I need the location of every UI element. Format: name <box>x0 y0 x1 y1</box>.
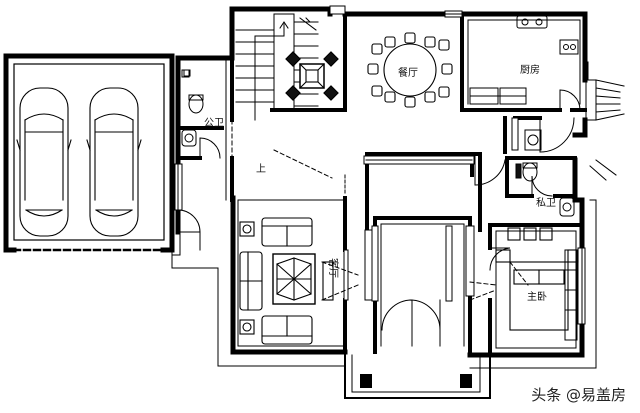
private-bath-fixtures <box>515 129 575 217</box>
car-right <box>86 87 142 237</box>
dashed-openings <box>231 119 529 301</box>
garage-column <box>181 69 190 78</box>
inner-thin-lines <box>225 19 581 349</box>
staircase <box>235 13 319 121</box>
tea-table-set <box>285 51 339 101</box>
watermark: 头条 @易盖房 <box>531 386 626 404</box>
label-stair-up: 上 <box>256 163 266 175</box>
interior-walls <box>176 12 587 357</box>
doors <box>177 89 581 347</box>
kitchen-fixtures <box>469 15 579 105</box>
label-kitchen: 厨房 <box>520 63 540 76</box>
exterior-steps <box>585 79 625 181</box>
label-public-bath: 公卫 <box>204 118 224 129</box>
label-dining: 餐厅 <box>398 66 418 79</box>
terrace-outline <box>171 61 597 369</box>
living-room-furniture <box>239 217 334 345</box>
label-private-bath: 私卫 <box>536 197 556 209</box>
label-living: 客厅 <box>327 258 340 278</box>
garage <box>3 53 175 253</box>
public-bath-fixtures <box>181 69 204 147</box>
wardrobe <box>564 249 578 341</box>
label-master-bedroom: 主卧 <box>527 290 547 303</box>
master-bedroom-furniture <box>495 227 579 331</box>
dining-table-set <box>367 32 453 108</box>
entrance-porch <box>344 351 491 399</box>
windows <box>174 5 586 325</box>
car-left <box>16 87 72 237</box>
